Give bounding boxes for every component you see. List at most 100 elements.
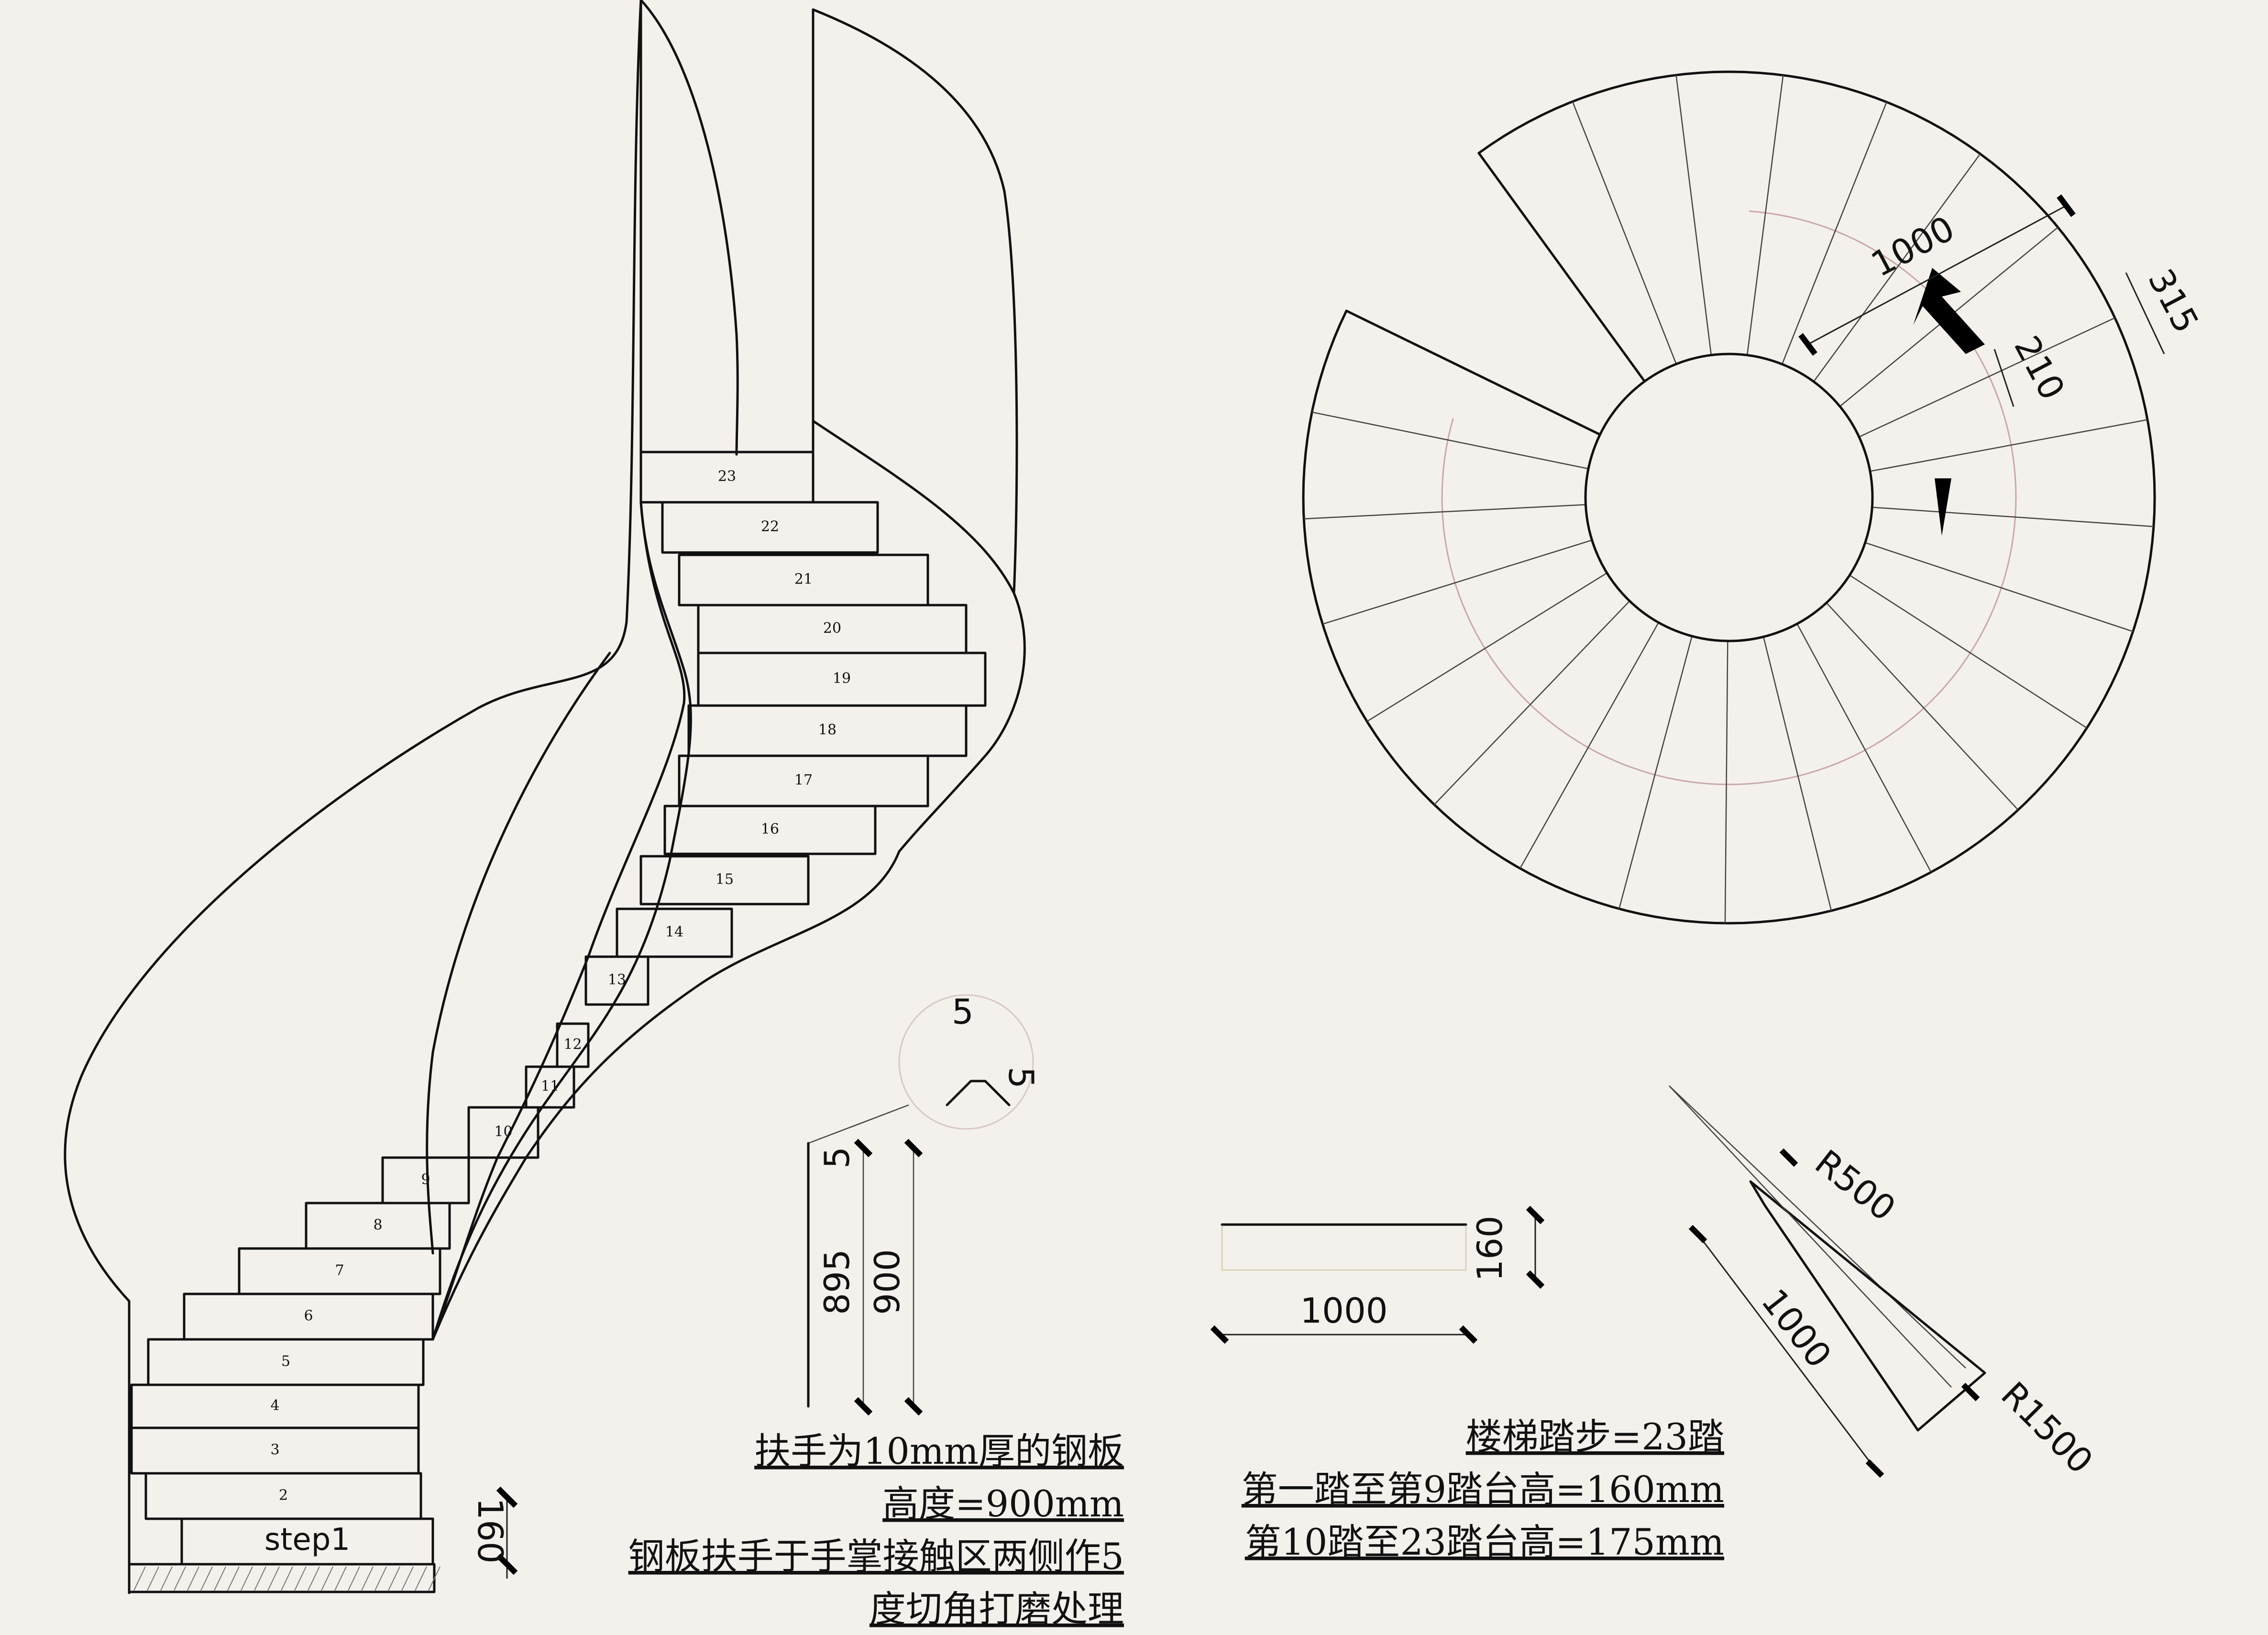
handrail-offset-5: 5 [817,1147,857,1169]
tread-board-outline [1221,1224,1467,1271]
tread-20: 20 [697,604,968,654]
handrail-detail: 5 5 895 900 5 [807,992,1041,1416]
tread-number: 5 [281,1353,290,1370]
plan-tread-edge [1781,101,1887,365]
plan-tread-edge [1322,540,1592,625]
tread-group: step123456789101112131415161718192021222… [130,451,987,1566]
inner-stringer-curve [639,0,739,456]
inner-spiral-curve [431,501,686,1341]
step-note-3: 第10踏至23踏台高=175mm [1245,1521,1724,1563]
plan-tread-edge [1675,75,1712,355]
tread-10: 10 [467,1106,539,1159]
outer-stringer-curve [64,0,642,1594]
tread-outline [525,1065,575,1109]
tread-number: 15 [716,871,734,888]
step-height-dimension: 160 [470,1486,518,1579]
tread-number: 22 [761,519,779,535]
plan-tread-edge [1865,542,2134,632]
chamfer-dim-a: 5 [952,992,974,1032]
tread-number: 4 [270,1397,279,1414]
tread-number: 17 [794,772,813,789]
tread-outline [678,553,929,607]
plan-tread-edge [1762,636,1832,911]
tread-number: 11 [541,1078,559,1095]
tread-7: 7 [238,1247,441,1295]
tread-1: step1 [180,1517,434,1566]
handrail-note-1: 扶手为10mm厚的钢板 [754,1430,1124,1472]
handrail-note-3: 钢板扶手于手掌接触区两侧作5 [628,1535,1124,1578]
plan-tread-edge [1870,419,2148,472]
tread-outline [616,907,733,958]
handrail-height-895: 895 [817,1249,857,1315]
lower-return-curve [431,850,901,1341]
chamfer-profile [946,1080,1011,1106]
tread-number: 10 [494,1124,512,1140]
tread-22: 22 [661,501,879,554]
chamfer-dim-b: 5 [1001,1067,1041,1089]
tread-11: 11 [525,1065,575,1109]
stair-plan: 1000 210 315 [1302,70,2207,925]
plan-tread-edge [1724,641,1729,924]
tread-number: 2 [279,1487,288,1504]
tread-5: 5 [147,1338,425,1386]
plan-tread-edge [1872,507,2154,527]
outer-stringer-inner-curve [426,652,611,1255]
tread-15: 15 [639,855,810,906]
tread-8: 8 [305,1202,451,1250]
tread-number: step1 [264,1522,350,1558]
plan-tread-edge [1796,623,1932,873]
detail-leader [808,1104,909,1144]
tread-outline [305,1202,451,1250]
tread-number: 14 [665,924,683,940]
tread-3: 3 [130,1426,420,1475]
plan-dim-315: 315 [2140,263,2207,340]
tread-outline [467,1106,539,1159]
inner-stringer-curve-3 [812,8,1018,595]
tread-length-value: 1000 [1300,1291,1387,1331]
plan-tread-edge [1572,101,1677,365]
tread-number: 19 [833,670,851,687]
tread-number: 9 [421,1171,430,1188]
tread-23: 23 [639,451,815,504]
handrail-note-4: 度切角打磨处理 [870,1588,1124,1630]
wedge-tread-detail: 1000 R500 R1500 [1669,1085,2101,1481]
tread-14: 14 [616,907,733,958]
tread-outline [639,855,810,906]
plan-tread-edge [1477,152,1646,383]
plan-dimensions: 1000 210 315 [1798,194,2207,407]
handrail-height-900: 900 [867,1249,907,1315]
plan-tread-edge [1366,572,1607,722]
plan-tread-edge [1304,504,1586,519]
wedge-inner-radius: R500 [1808,1142,1903,1229]
plan-treads [1302,70,2156,925]
plan-tread-edge [1849,574,2087,729]
step-note-1: 楼梯踏步=23踏 [1466,1415,1724,1458]
plan-dim-1000: 1000 [1865,208,1961,285]
center-column [1584,353,1874,642]
tread-2: 2 [144,1472,422,1520]
base-hatch [133,1566,440,1591]
tread-number: 16 [761,821,779,838]
direction-arrow-big [1913,268,1985,354]
tread-outline [639,451,815,504]
tread-number: 18 [818,722,837,739]
stair-elevation: step123456789101112131415161718192021222… [64,0,1026,1594]
tread-height-value: 160 [1470,1215,1510,1281]
plan-tread-edge [1826,602,2019,811]
tread-number: 23 [718,468,736,485]
plan-tread-edge [1345,309,1601,436]
tread-board-detail: 1000 160 [1210,1205,1545,1344]
plan-dim-210: 210 [2006,330,2073,407]
tread-6: 6 [183,1293,434,1341]
tread-12: 12 [556,1022,590,1068]
tread-number: 6 [304,1308,313,1325]
plan-tread-edge [1746,75,1784,355]
tread-9: 9 [381,1156,470,1204]
plan-outer-arc [1302,70,2156,925]
tread-number: 7 [335,1262,344,1279]
step-note-2: 第一踏至第9踏台高=160mm [1242,1468,1724,1511]
step-notes: 楼梯踏步=23踏 第一踏至第9踏台高=160mm 第10踏至23踏台高=175m… [1242,1415,1724,1563]
tread-outline [556,1022,590,1068]
tread-18: 18 [687,704,968,757]
